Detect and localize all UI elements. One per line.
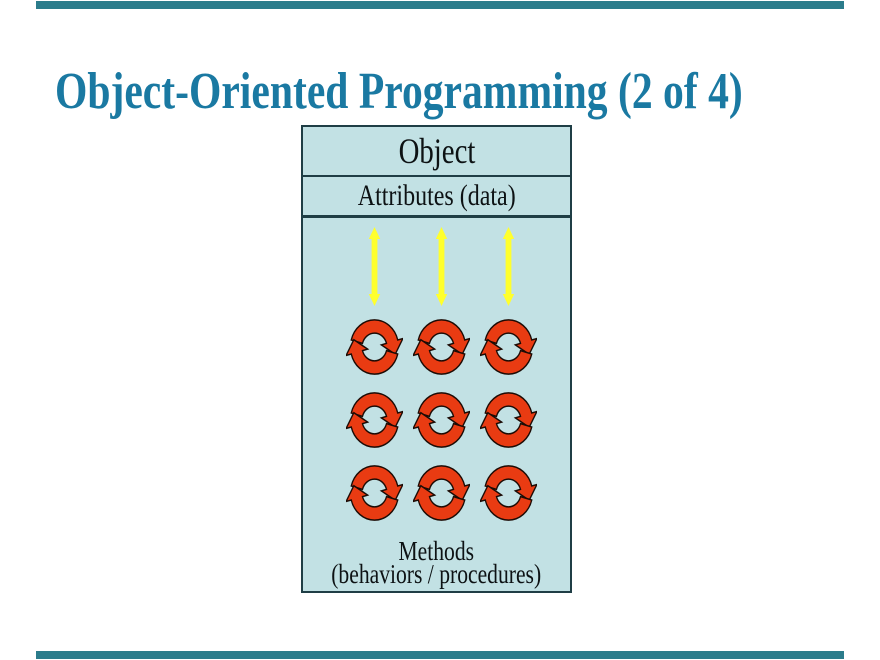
methods-label: Methods (behaviors / procedures) (303, 536, 570, 589)
methods-icon-row (346, 465, 537, 521)
methods-icon-grid (308, 319, 575, 521)
cycle-icon (413, 392, 470, 448)
data-flow-arrows-row (308, 227, 575, 306)
cycle-icon (346, 465, 403, 521)
methods-label-line1: Methods (398, 536, 475, 566)
object-box: Object Attributes (data) Methods (behavi… (301, 125, 572, 593)
cycle-icon (480, 465, 537, 521)
cycle-icon (413, 319, 470, 375)
object-header: Object (303, 127, 570, 177)
methods-icon-row (346, 319, 537, 375)
double-arrow-icon (502, 227, 515, 306)
methods-icon-row (346, 392, 537, 448)
cycle-icon (413, 465, 470, 521)
cycle-icon (480, 392, 537, 448)
slide-title: Object-Oriented Programming (2 of 4) (55, 63, 743, 120)
object-header-label: Object (398, 131, 475, 171)
cycle-icon (346, 392, 403, 448)
attributes-label: Attributes (data) (357, 179, 516, 212)
top-border-bar (36, 1, 844, 9)
cycle-icon (480, 319, 537, 375)
double-arrow-icon (435, 227, 448, 306)
double-arrow-icon (368, 227, 381, 306)
bottom-border-bar (36, 651, 844, 659)
attributes-section: Attributes (data) (303, 177, 570, 218)
cycle-icon (346, 319, 403, 375)
methods-label-line2: (behaviors / procedures) (331, 559, 542, 589)
